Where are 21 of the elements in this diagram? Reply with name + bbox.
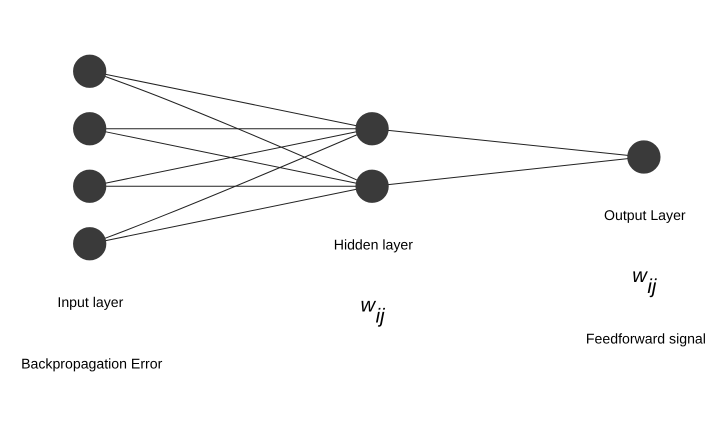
node-circle: [626, 140, 660, 174]
node-circle: [72, 112, 106, 146]
connector: [104, 134, 356, 239]
label: Input layer: [56, 294, 123, 310]
connector: [388, 158, 628, 186]
connector: [105, 131, 356, 184]
node-circle: [72, 54, 106, 88]
label: Hidden layer: [333, 236, 412, 252]
connector: [105, 74, 356, 126]
node-circle: [354, 170, 388, 203]
label: Feedforward signal: [585, 330, 706, 346]
node-circle: [72, 170, 106, 203]
node-circle: [354, 112, 388, 146]
connector: [106, 186, 356, 187]
label: Output Layer: [604, 207, 686, 224]
connector: [388, 130, 628, 156]
connector: [105, 188, 356, 242]
connector: [106, 128, 356, 130]
label: Backpropagation Error: [20, 355, 162, 372]
node-circle: [72, 227, 106, 260]
connector: [104, 76, 356, 180]
